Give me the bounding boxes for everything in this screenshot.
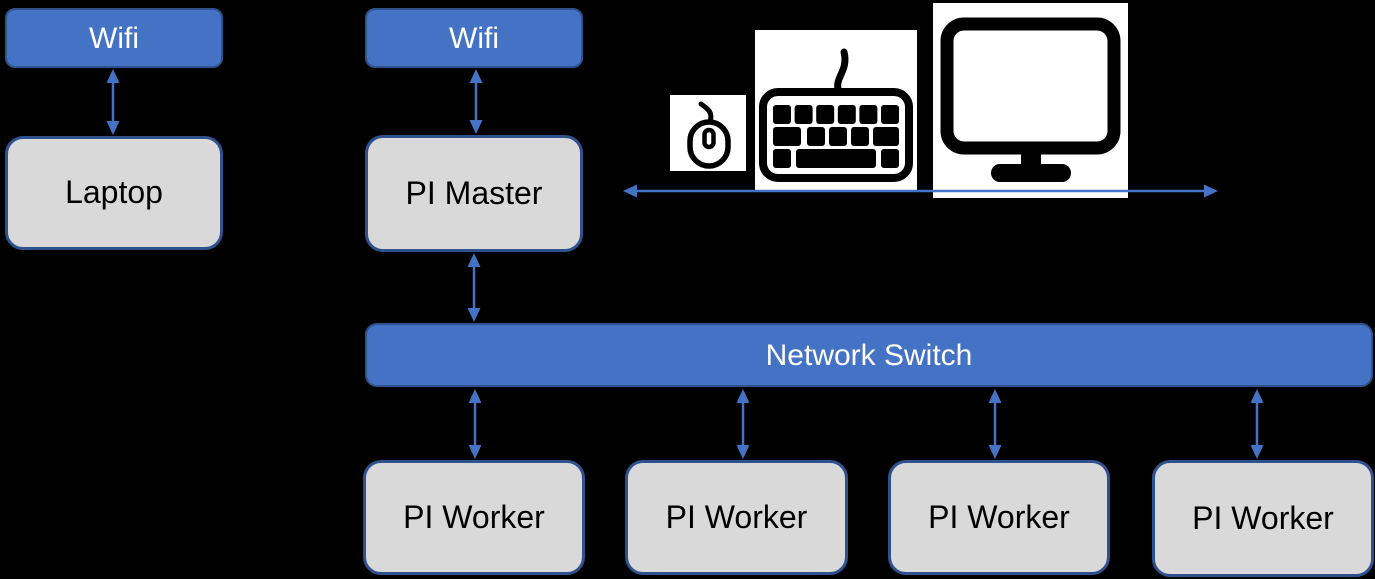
- mouse-icon: [670, 95, 746, 171]
- node-laptop: Laptop: [5, 136, 223, 250]
- node-pi-master: PI Master: [365, 135, 583, 252]
- monitor-icon: [933, 3, 1128, 198]
- node-pi-worker-2-label: PI Worker: [665, 498, 808, 535]
- arrow-switch-worker-1: [468, 389, 482, 459]
- arrow-switch-worker-2: [736, 389, 750, 459]
- arrow-pimaster-switch: [467, 253, 481, 322]
- node-pi-worker-4-label: PI Worker: [1192, 499, 1334, 536]
- node-network-switch-label: Network Switch: [765, 338, 973, 372]
- arrow-wifi-laptop: [106, 69, 120, 135]
- node-pi-worker-4: PI Worker: [1152, 460, 1374, 577]
- node-wifi-right: Wifi: [365, 8, 583, 68]
- arrow-switch-worker-4: [1250, 389, 1264, 459]
- node-pi-worker-1-label: PI Worker: [403, 498, 545, 535]
- node-pi-master-label: PI Master: [405, 174, 543, 211]
- node-wifi-left: Wifi: [5, 8, 223, 68]
- arrow-wifi-pimaster: [469, 69, 483, 134]
- node-pi-worker-3: PI Worker: [888, 460, 1110, 575]
- node-network-switch: Network Switch: [365, 323, 1373, 387]
- node-pi-worker-1: PI Worker: [363, 460, 585, 575]
- arrow-pimaster-peripherals: [623, 184, 1218, 198]
- keyboard-icon: [755, 30, 917, 192]
- node-pi-worker-2: PI Worker: [625, 460, 848, 575]
- node-pi-worker-3-label: PI Worker: [928, 498, 1070, 535]
- node-wifi-left-label: Wifi: [89, 21, 139, 55]
- arrow-switch-worker-3: [988, 389, 1002, 459]
- node-wifi-right-label: Wifi: [449, 21, 499, 55]
- node-laptop-label: Laptop: [65, 174, 163, 211]
